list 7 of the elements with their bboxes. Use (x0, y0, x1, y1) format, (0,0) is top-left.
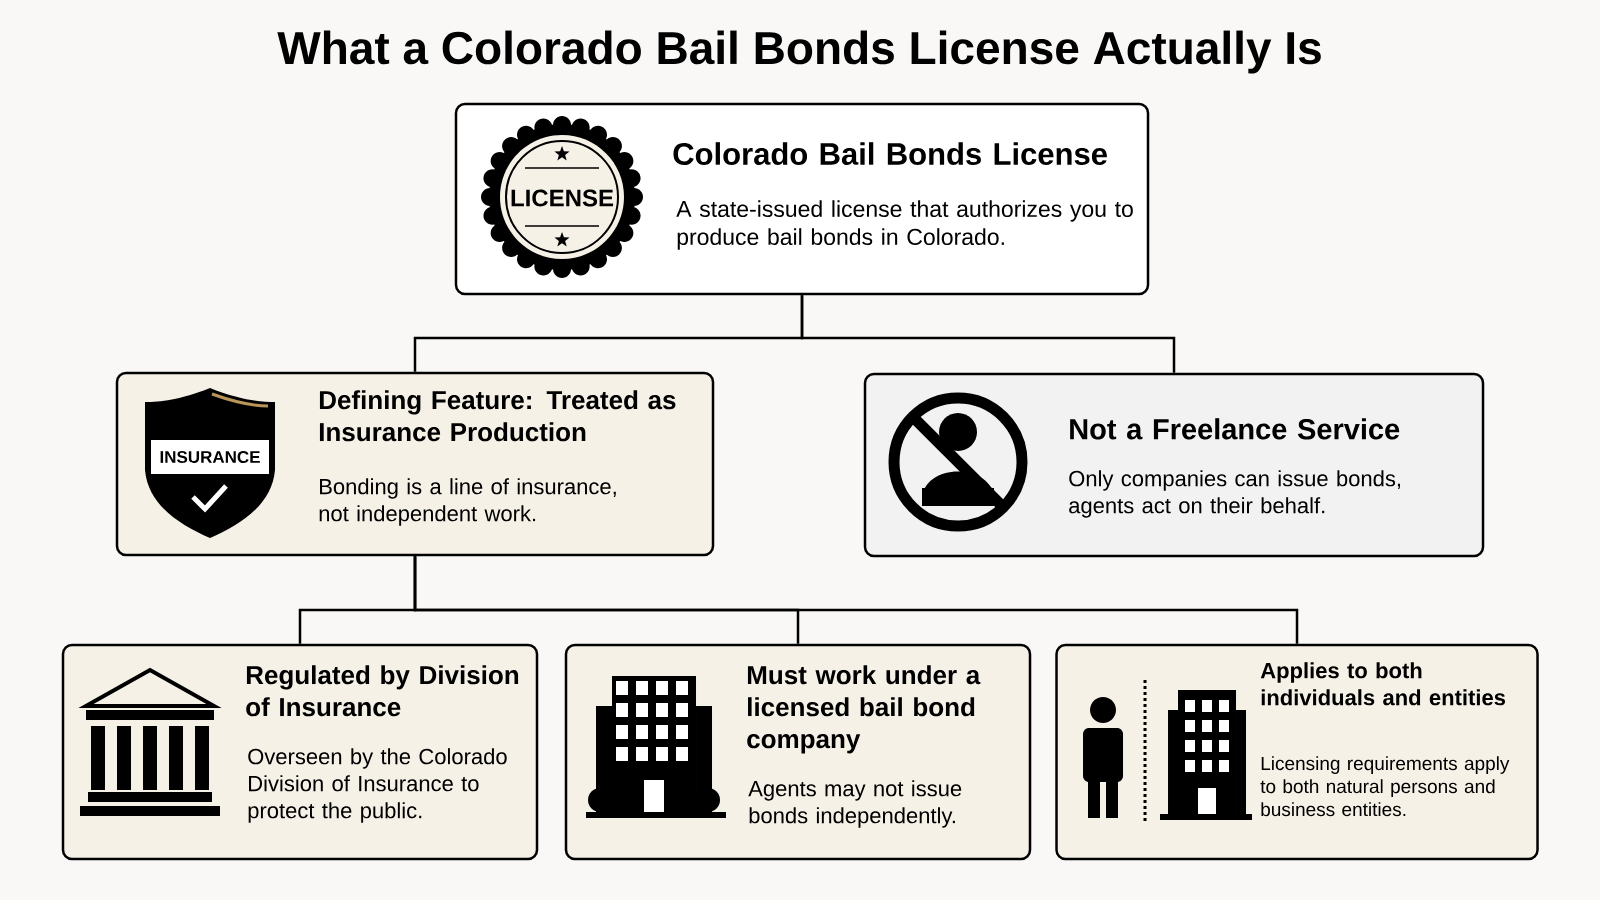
shield-label: INSURANCE (160, 451, 260, 464)
seal-label: LICENSE (511, 189, 614, 207)
info-box: Not a Freelance Service Only companies can issue bonds, agents act on their behalf. (863, 372, 1485, 558)
info-box: Regulated by Division of Insurance Overseen by the Colorado Division of Insurance to protect the public. (61, 643, 539, 861)
title: What a Colorado Bail Bonds License Actually Is (277, 30, 1321, 74)
connector-line (800, 295, 1176, 373)
connector-line (413, 556, 1299, 644)
